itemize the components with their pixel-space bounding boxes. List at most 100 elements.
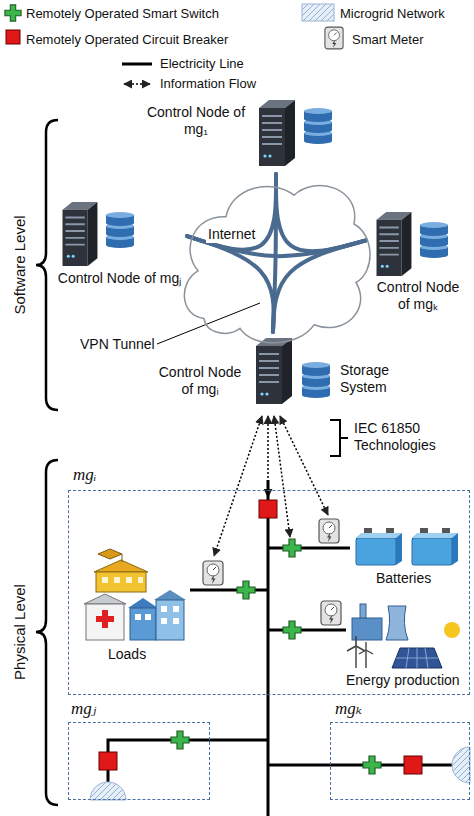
leader-line [157, 303, 260, 344]
microgrid-symbol [90, 782, 126, 800]
energy-icon [396, 648, 438, 668]
microgrid-region: mgᵢ [68, 490, 470, 695]
cloud-label: Internet [206, 226, 257, 243]
internet-cloud: Internet [176, 170, 376, 350]
level-bracket [36, 120, 348, 805]
microgrid-region: mgₖ [330, 722, 470, 800]
control-node: Control Node of mgᵢ [150, 332, 340, 412]
meter-symbol [203, 519, 341, 625]
breaker-symbol [99, 752, 117, 770]
region-heading: mgⱼ [71, 699, 96, 719]
loads-icon [156, 600, 184, 640]
energy-icon [360, 604, 366, 618]
part-label: Batteries [376, 570, 431, 587]
energy-icon [444, 622, 460, 638]
server-icons [256, 338, 292, 404]
loads-icon [122, 554, 123, 562]
server-icons [420, 222, 448, 258]
part-label: Loads [108, 646, 146, 663]
part-label: Storage System [340, 362, 404, 396]
vpn-tunnel [187, 174, 276, 250]
meter-symbol [319, 519, 339, 543]
loads-icon [102, 577, 143, 583]
energy-icon [359, 642, 373, 654]
breaker-symbol [259, 500, 277, 518]
microgrid-region: mgⱼ [68, 722, 210, 800]
info-flow [280, 416, 328, 515]
meter-symbol [203, 561, 223, 585]
loads-icon [128, 598, 158, 608]
legend-text: Microgrid Network [340, 6, 445, 22]
switch-symbol [283, 621, 301, 639]
server-icons [106, 212, 134, 248]
region-heading: mgₖ [335, 699, 362, 719]
legend-text: Information Flow [160, 76, 256, 92]
switch-symbol [283, 539, 301, 557]
electricity-line [268, 629, 346, 632]
control-node: Control Node of mgⱼ [52, 196, 187, 314]
loads-icon [94, 560, 148, 572]
switch-symbol [171, 539, 381, 774]
electricity-line [190, 589, 268, 592]
info-flow [214, 416, 262, 556]
node-label: Control Node of mg₁ [142, 104, 250, 138]
loads-icon [96, 610, 114, 628]
microgrid-symbol [452, 747, 470, 783]
node-label: Control Node of mgⱼ [56, 270, 183, 287]
server-icons [304, 108, 332, 144]
part-label: VPN Tunnel [80, 336, 155, 353]
info-flow [274, 416, 290, 537]
switch-symbol [363, 756, 381, 774]
part-label: IEC 61850 Technologies [354, 420, 466, 454]
server-icons [63, 202, 98, 266]
loads-icon [130, 608, 156, 640]
node-label: Control Node of mgᵢ [152, 364, 248, 398]
line-sample [122, 63, 152, 66]
breaker-symbol [404, 756, 422, 774]
breaker-symbol [99, 500, 422, 774]
cloud-outline [176, 170, 376, 350]
electricity-line [268, 547, 350, 550]
meter-symbol [325, 27, 343, 49]
switch-symbol [171, 731, 189, 749]
legend-symbols [5, 4, 343, 84]
control-node: Control Node of mgₖ [366, 205, 470, 323]
server-icons [302, 362, 330, 398]
loads-icon [86, 604, 124, 640]
legend-text: Smart Meter [352, 32, 424, 48]
battery-icon [356, 528, 458, 565]
loads-icon [84, 594, 126, 604]
region-heading: mgᵢ [73, 465, 96, 485]
battery-icon [412, 528, 458, 565]
legend-text: Electricity Line [160, 56, 244, 72]
battery-icon [356, 528, 402, 565]
control-node: Control Node of mg₁ [140, 96, 340, 174]
level-bracket [36, 120, 58, 410]
level-bracket [36, 460, 58, 805]
electricity-line [108, 740, 268, 800]
loads-icon [154, 590, 186, 600]
breaker-symbol [6, 30, 20, 44]
part-label: Energy production [346, 672, 460, 689]
microgrid-symbol [302, 4, 334, 21]
legend-text: Remotely Operated Smart Switch [26, 6, 219, 22]
server-icons [259, 100, 295, 166]
switch-symbol [5, 5, 21, 21]
info-flow [214, 416, 328, 556]
electricity-line [108, 480, 470, 816]
loads-icon [98, 549, 122, 559]
loads-icon [135, 606, 179, 624]
energy-icon [347, 636, 365, 651]
microgrid-symbol [90, 747, 470, 800]
legend-text: Remotely Operated Circuit Breaker [26, 32, 228, 48]
loads-icon [96, 572, 146, 592]
level-label: Software Level [11, 215, 29, 314]
level-bracket [330, 420, 348, 456]
node-label: Control Node of mgₖ [370, 279, 466, 313]
energy-icon [392, 648, 442, 668]
server-icons [377, 212, 412, 276]
meter-symbol [321, 601, 341, 625]
info-sample [124, 83, 150, 85]
